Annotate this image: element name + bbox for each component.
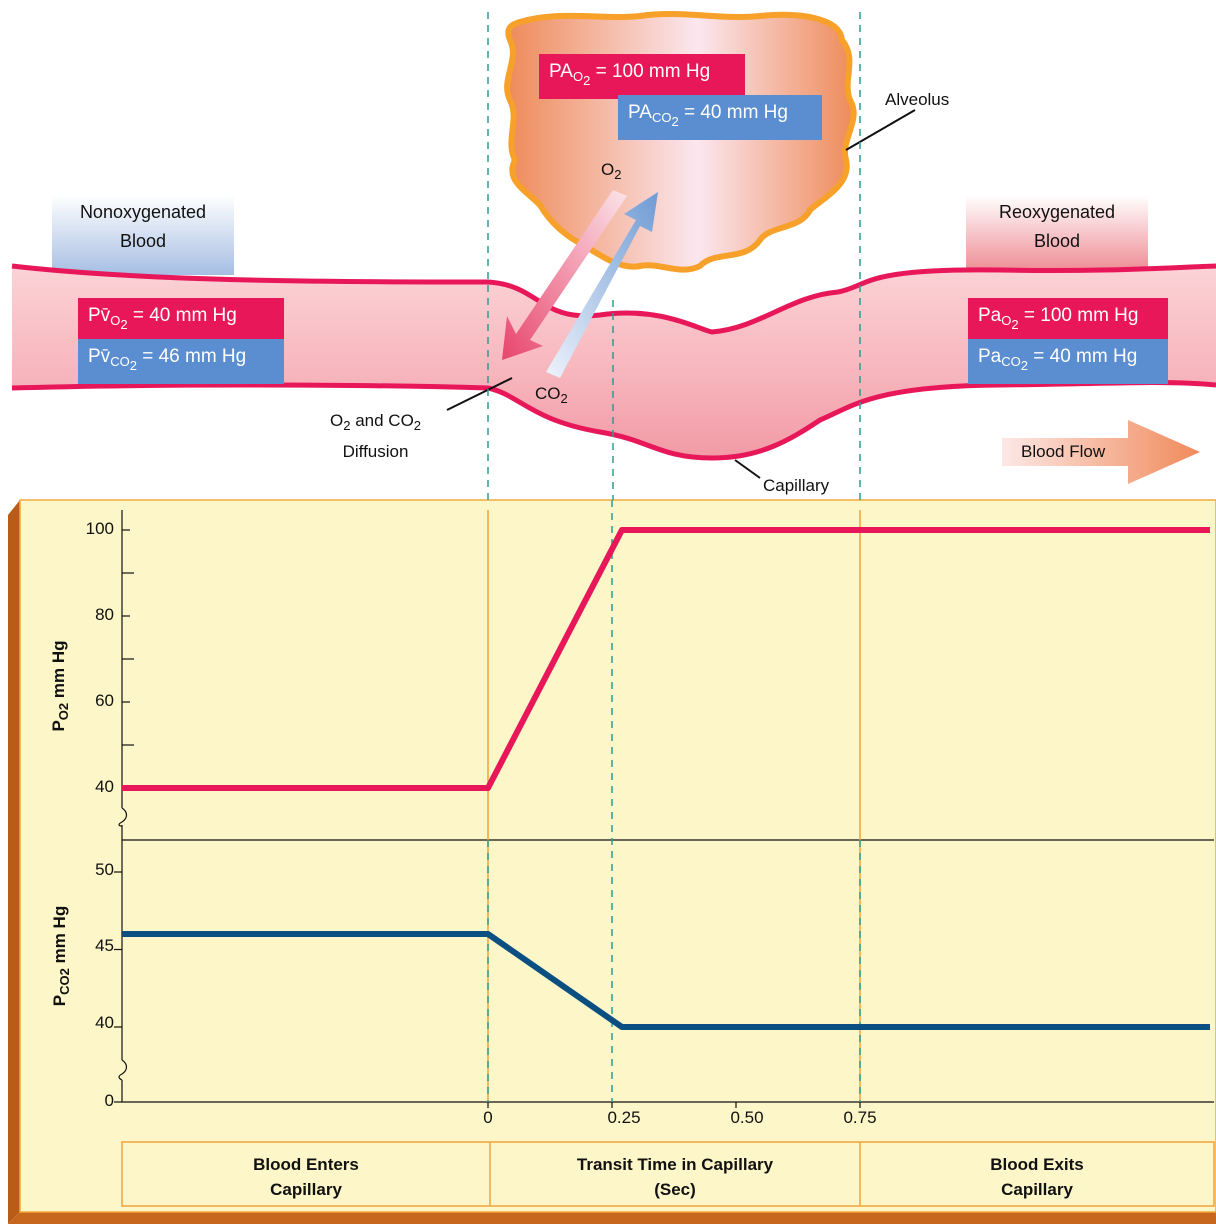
x-tick-050: 0.50 (730, 1108, 764, 1127)
bottom-panel-frame (121, 1141, 1215, 1207)
chart-panel (19, 499, 1216, 1213)
alveolus-label: Alveolus (885, 90, 950, 109)
pa-art-co2-box: PaCO2 = 40 mm Hg (968, 339, 1168, 384)
pa-co2-value: = 40 mm Hg (683, 102, 788, 123)
x-tick-075: 0.75 (843, 1108, 877, 1127)
diffusion-label: O2 and CO2 Diffusion (330, 411, 422, 461)
po2-tick-100: 100 (85, 519, 114, 538)
reoxygenated-label: Reoxygenated Blood (998, 202, 1116, 251)
alveolus-shape (504, 11, 857, 273)
pa-co2-box: PACO2 = 40 mm Hg (618, 95, 822, 140)
reoxygenated-box (966, 195, 1148, 275)
pa-o2-box: PAO2 = 100 mm Hg (539, 54, 745, 99)
diffusion-leader (446, 377, 513, 411)
blood-flow-arrow (1002, 420, 1200, 484)
pa-o2-sub: O2 (572, 69, 591, 88)
po2-tick-60: 60 (95, 691, 114, 710)
po2-series-line (122, 527, 1210, 791)
pa-o2-value: = 100 mm Hg (595, 61, 711, 82)
alveolus-leader (845, 109, 916, 151)
po2-axis-break (118, 807, 128, 827)
chart-side (8, 500, 20, 1224)
x-tick-0: 0 (483, 1108, 493, 1127)
pv-co2-box: Pv̄CO2 = 46 mm Hg (78, 339, 284, 384)
pv-co2-value: = 46 mm Hg (142, 346, 247, 367)
pco2-tick-45: 45 (95, 936, 114, 955)
nonoxygenated-box (52, 195, 234, 275)
pco2-tick-50: 50 (95, 860, 114, 879)
capillary-label: Capillary (763, 476, 830, 495)
x-tick-025: 0.25 (607, 1108, 641, 1127)
pa-co2-sub: CO2 (651, 110, 679, 129)
po2-tick-80: 80 (95, 605, 114, 624)
pv-o2-value: = 40 mm Hg (132, 305, 237, 326)
capillary-leader (734, 459, 761, 479)
capillary-vessel (12, 266, 1216, 458)
nonoxygenated-label: Nonoxygenated Blood (79, 202, 207, 251)
pco2-axis-break (118, 1059, 128, 1081)
pco2-tick-0: 0 (104, 1091, 114, 1110)
o2-arrow (502, 190, 627, 360)
pco2-axis-label: PCO2 mm Hg (50, 905, 72, 1007)
chart-layer (114, 500, 1215, 1207)
blood-flow-label: Blood Flow (1021, 442, 1106, 461)
pa-o2-prefix: PA (549, 61, 573, 82)
pa-art-o2-box: PaO2 = 100 mm Hg (968, 298, 1168, 343)
co2-arrow (546, 192, 658, 378)
pco2-tick-40: 40 (95, 1013, 114, 1032)
pv-o2-box: Pv̄O2 = 40 mm Hg (78, 298, 284, 343)
pa-art-co2-value: = 40 mm Hg (1033, 346, 1138, 367)
panel-transit-time: Transit Time in Capillary(Sec) (576, 1155, 774, 1199)
dashed-guides (487, 12, 861, 500)
po2-tick-40: 40 (95, 777, 114, 796)
vessel-bottom-wall (11, 380, 1216, 461)
co2-arrow-label: CO2 (535, 384, 568, 406)
o2-arrow-label: O2 (601, 160, 622, 182)
pa-art-o2-value: = 100 mm Hg (1023, 305, 1139, 326)
pa-co2-prefix: PA (628, 102, 652, 123)
chart-bottom (8, 1212, 1216, 1224)
vessel-top-wall (11, 263, 1216, 335)
pco2-series-line (122, 931, 1210, 1030)
po2-axis-label: PO2 mm Hg (49, 640, 71, 732)
